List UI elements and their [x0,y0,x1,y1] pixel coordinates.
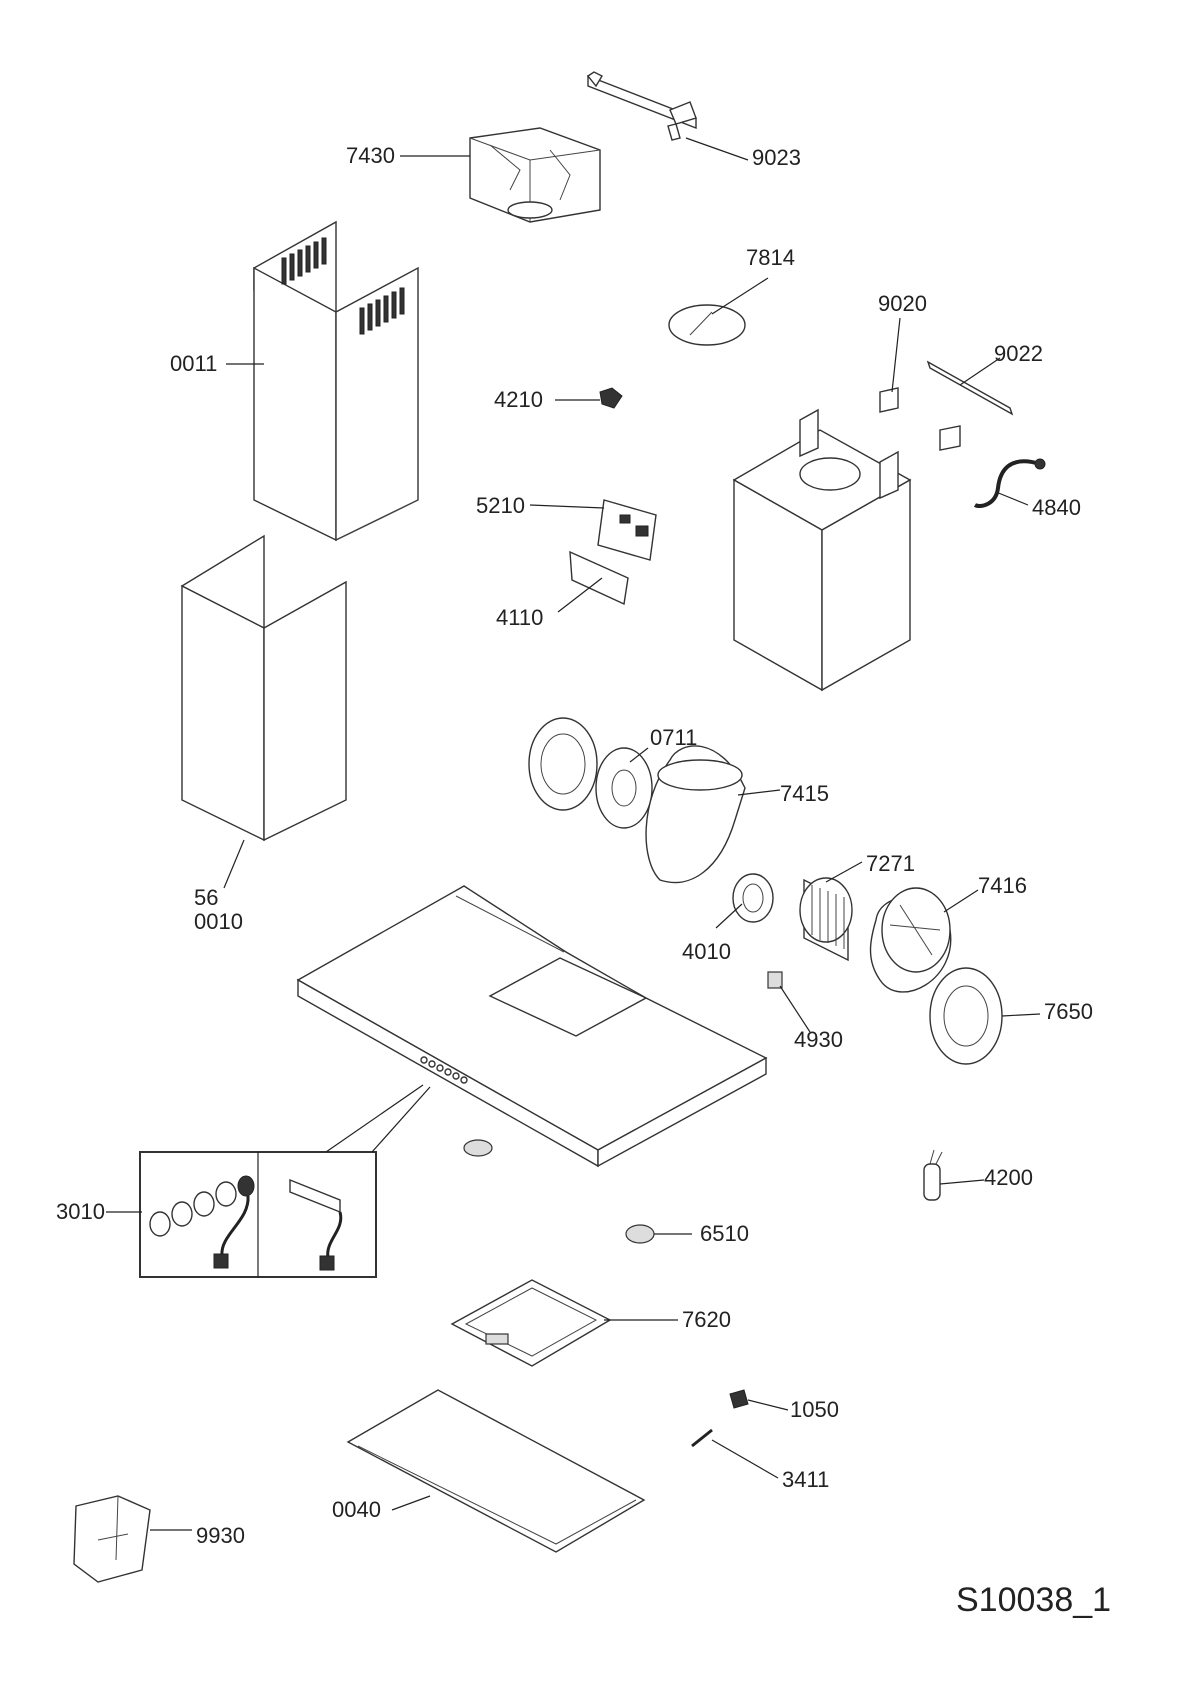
label-9023: 9023 [752,145,801,170]
part-4110-cover [569,550,629,606]
label-1050: 1050 [790,1397,839,1422]
label-7271: 7271 [866,851,915,876]
part-3010-controls-inset [139,1084,431,1278]
part-4840-cable [973,458,1046,508]
part-4010-motor [732,873,774,923]
part-3411-pin [691,1428,713,1448]
part-9022-rail [926,360,1014,416]
part-5210-circuit-board [597,499,657,561]
label-0010: 0010 [194,909,243,934]
part-7620-filter [450,1279,612,1367]
part-4200-capacitor [923,1149,943,1201]
part-7415-volute [645,745,746,884]
part-0040-panel [346,1389,646,1553]
label-5210: 5210 [476,493,525,518]
part-9020-clip [879,387,961,451]
part-canopy [296,885,768,1168]
label-0711: 0711 [650,725,698,750]
label-56: 56 [194,885,219,910]
label-7416: 7416 [978,873,1027,898]
part-4210-switch [599,387,623,409]
label-3010: 3010 [56,1199,105,1224]
part-9930-accessory-bag [73,1495,151,1583]
part-0010-lower-chimney [180,534,347,842]
label-4010: 4010 [682,939,731,964]
label-4200: 4200 [984,1165,1033,1190]
part-motor-housing [732,408,912,692]
label-7814: 7814 [746,245,795,270]
part-1050-lamp-holder [729,1389,749,1409]
leader-lines [106,137,1041,1531]
label-0011: 0011 [170,351,218,376]
label-9022: 9022 [994,341,1043,366]
label-7620: 7620 [682,1307,731,1332]
label-4110: 4110 [496,605,544,630]
label-4210: 4210 [494,387,543,412]
label-3411: 3411 [782,1467,830,1492]
part-7650-grill [929,967,1003,1065]
part-7271-impeller [799,877,853,962]
part-0011-upper-chimney [253,220,419,542]
label-9020: 9020 [878,291,927,316]
label-6510: 6510 [700,1221,749,1246]
label-4840: 4840 [1032,495,1081,520]
part-knob [463,1139,493,1157]
part-7814-cover-disc [668,304,746,346]
drawing-code: S10038_1 [956,1581,1112,1619]
part-6510-lamp [625,1224,655,1244]
part-7416-scroll [869,887,952,993]
label-7650: 7650 [1044,999,1093,1024]
label-9930: 9930 [196,1523,245,1548]
label-4930: 4930 [794,1027,843,1052]
part-7430-deflector [469,127,601,223]
label-7415: 7415 [780,781,829,806]
part-9023-bracket [586,71,697,141]
part-4930-connector [767,971,783,989]
label-7430: 7430 [346,143,395,168]
part-0711-grill [528,717,653,829]
label-0040: 0040 [332,1497,381,1522]
